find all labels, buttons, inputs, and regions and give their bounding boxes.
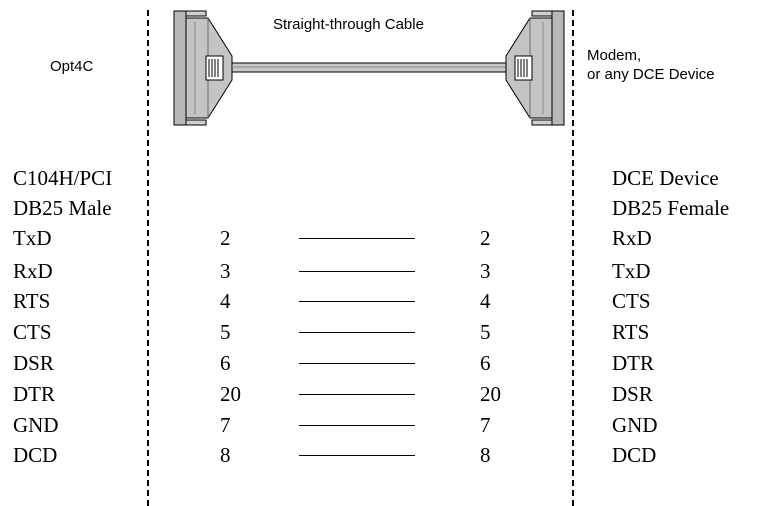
right-pin-number: 6	[480, 351, 491, 375]
pin-row: TxD 2 2 RxD	[0, 225, 763, 251]
wire-line	[299, 271, 415, 272]
left-pin-number: 20	[220, 382, 241, 406]
wire-line	[299, 332, 415, 333]
wire-line	[299, 363, 415, 364]
left-signal: CTS	[13, 320, 52, 344]
right-signal: DSR	[612, 382, 653, 406]
left-pin-number: 6	[220, 351, 231, 375]
left-signal: GND	[13, 413, 59, 437]
left-signal: DTR	[13, 382, 55, 406]
left-port-type: C104H/PCI	[13, 166, 113, 190]
left-signal: DCD	[13, 443, 58, 467]
right-signal: CTS	[612, 289, 651, 313]
left-divider-line	[147, 10, 149, 506]
left-pin-number: 7	[220, 413, 231, 437]
right-signal: DCD	[612, 443, 657, 467]
left-pin-number: 3	[220, 259, 231, 283]
right-pin-number: 5	[480, 320, 491, 344]
wire-line	[299, 394, 415, 395]
right-signal: RTS	[612, 320, 650, 344]
left-connector-type: DB25 Male	[13, 196, 112, 220]
right-signal: DTR	[612, 351, 654, 375]
pin-row: DCD 8 8 DCD	[0, 442, 763, 468]
pin-row: RTS 4 4 CTS	[0, 288, 763, 314]
left-pin-number: 5	[220, 320, 231, 344]
right-db25-connector-icon	[505, 10, 565, 126]
right-signal: GND	[612, 413, 658, 437]
cable-wire-icon	[231, 62, 519, 73]
right-device-label-line2: or any DCE Device	[587, 66, 715, 83]
left-signal: DSR	[13, 351, 54, 375]
left-signal: RTS	[13, 289, 51, 313]
right-connector-type: DB25 Female	[612, 196, 730, 220]
pin-row: DTR 20 20 DSR	[0, 381, 763, 407]
pin-row: GND 7 7 GND	[0, 412, 763, 438]
right-device-label-line1: Modem,	[587, 47, 642, 64]
left-db25-connector-icon	[173, 10, 233, 126]
wire-line	[299, 425, 415, 426]
left-pin-number: 2	[220, 226, 231, 250]
right-pin-number: 3	[480, 259, 491, 283]
left-signal: TxD	[13, 226, 52, 250]
right-pin-number: 7	[480, 413, 491, 437]
left-pin-number: 4	[220, 289, 231, 313]
right-port-type: DCE Device	[612, 166, 719, 190]
cable-title: Straight-through Cable	[273, 16, 424, 33]
wire-line	[299, 455, 415, 456]
pin-row: CTS 5 5 RTS	[0, 319, 763, 345]
left-signal: RxD	[13, 259, 53, 283]
right-divider-line	[572, 10, 574, 506]
right-signal: TxD	[612, 259, 651, 283]
pin-row: DSR 6 6 DTR	[0, 350, 763, 376]
wire-line	[299, 301, 415, 302]
right-pin-number: 4	[480, 289, 491, 313]
pin-row: RxD 3 3 TxD	[0, 258, 763, 284]
right-pin-number: 8	[480, 443, 491, 467]
cable-illustration	[173, 10, 565, 126]
right-pin-number: 20	[480, 382, 501, 406]
right-pin-number: 2	[480, 226, 491, 250]
wire-line	[299, 238, 415, 239]
left-pin-number: 8	[220, 443, 231, 467]
right-signal: RxD	[612, 226, 652, 250]
left-device-label: Opt4C	[50, 58, 94, 75]
